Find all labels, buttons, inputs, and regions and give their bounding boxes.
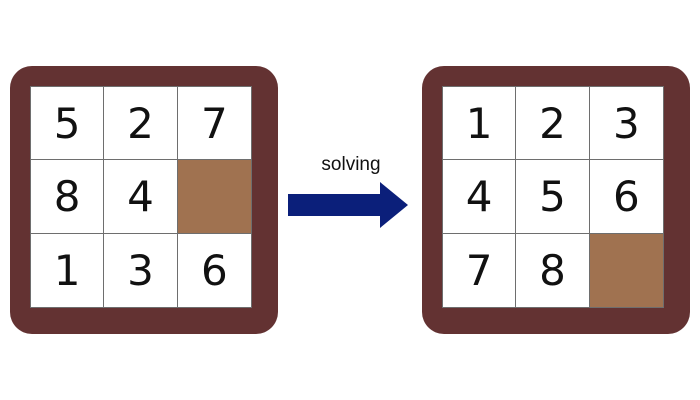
goal-tile-6: 6 [589,160,663,234]
goal-tile-8: 8 [516,233,590,307]
start-board-grid: 5 2 7 8 4 1 3 6 [30,86,252,308]
start-tile-2: 2 [104,87,178,161]
start-tile-1: 5 [31,87,105,161]
goal-board-grid: 1 2 3 4 5 6 7 8 [442,86,664,308]
start-tile-8: 3 [104,233,178,307]
solving-arrow-group: solving [286,150,416,230]
start-tile-4: 8 [31,160,105,234]
start-tile-7: 1 [31,233,105,307]
start-tile-3: 7 [177,87,251,161]
start-tile-5: 4 [104,160,178,234]
goal-tile-3: 3 [589,87,663,161]
goal-board: 1 2 3 4 5 6 7 8 [422,66,690,334]
goal-tile-1: 1 [443,87,517,161]
goal-tile-5: 5 [516,160,590,234]
goal-tile-9 [589,233,663,307]
goal-tile-4: 4 [443,160,517,234]
right-arrow-icon [288,182,408,228]
start-tile-6 [177,160,251,234]
start-board: 5 2 7 8 4 1 3 6 [10,66,278,334]
solving-label: solving [321,154,381,175]
goal-tile-7: 7 [443,233,517,307]
start-tile-9: 6 [177,233,251,307]
goal-tile-2: 2 [516,87,590,161]
